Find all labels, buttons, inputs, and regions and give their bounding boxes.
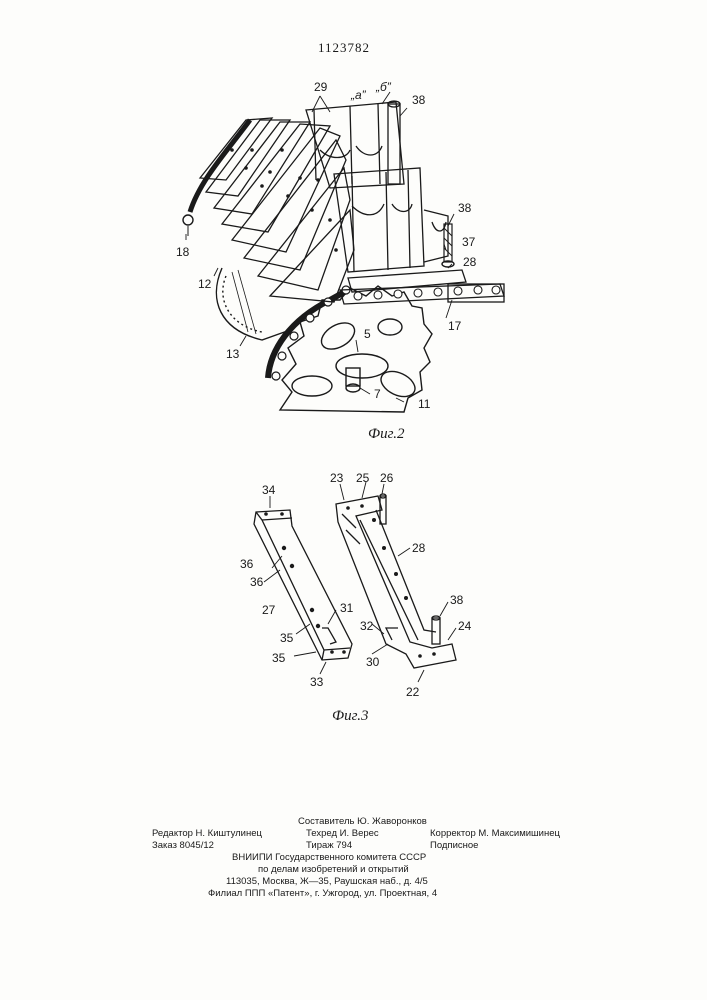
label: 26 [380,471,394,485]
hub [336,354,388,378]
wheel-slot [377,366,419,401]
footer-corrector: Корректор М. Максимишинец [430,828,560,839]
label: „а” [350,88,367,102]
label: 37 [462,235,476,249]
label: 30 [366,655,380,669]
label: 36 [240,557,254,571]
footer-editor: Редактор Н. Киштулинец [152,828,262,839]
footer-order: Заказ 8045/12 [152,840,214,851]
label: 23 [330,471,344,485]
wheel-slot [317,317,359,354]
label: 24 [458,619,472,633]
wheel-slot [378,319,402,335]
figure-2-labels: 29 „а” „б” 38 38 37 28 17 18 12 13 5 7 1… [176,80,477,411]
figure-2-drawing [183,92,504,412]
label: 33 [310,675,324,689]
label: 38 [412,93,426,107]
figure-2-caption: Фиг.2 [368,426,404,443]
label: 12 [198,277,212,291]
figure-3-labels: 34 36 36 27 31 35 35 33 23 25 26 28 38 3… [240,471,472,699]
label: 28 [463,255,477,269]
label: 7 [374,387,381,401]
label: 25 [356,471,370,485]
label: 38 [458,201,472,215]
label: 35 [272,651,286,665]
label: 38 [450,593,464,607]
footer-org-line1: ВНИИПИ Государственного комитета СССР [232,852,426,863]
label: 31 [340,601,354,615]
label: 13 [226,347,240,361]
label: 35 [280,631,294,645]
footer-circulation: Тираж 794 [306,840,352,851]
label: 11 [418,397,431,411]
figure-3-caption: Фиг.3 [332,708,368,725]
footer-subscription: Подписное [430,840,478,851]
label: 5 [364,327,371,341]
label: 22 [406,685,420,699]
drum [216,268,290,340]
label: „б” [375,80,392,94]
label: 29 [314,80,328,94]
sprocket-wheel [280,286,432,412]
chain-arc [190,120,250,212]
label: 17 [448,319,462,333]
label: 36 [250,575,264,589]
shaft-end [346,384,360,392]
label: 32 [360,619,374,633]
footer-org-line2: по делам изобретений и открытий [258,864,409,875]
label: 28 [412,541,426,555]
footer-address2: Филиал ППП «Патент», г. Ужгород, ул. Про… [208,888,437,899]
label: 27 [262,603,276,617]
footer-compiler: Составитель Ю. Жаворонков [298,816,427,827]
footer-address1: 113035, Москва, Ж—35, Раушская наб., д. … [226,876,428,887]
wheel-slot [292,376,332,396]
footer-techred: Техред И. Верес [306,828,379,839]
label: 34 [262,483,276,497]
label: 18 [176,245,190,259]
